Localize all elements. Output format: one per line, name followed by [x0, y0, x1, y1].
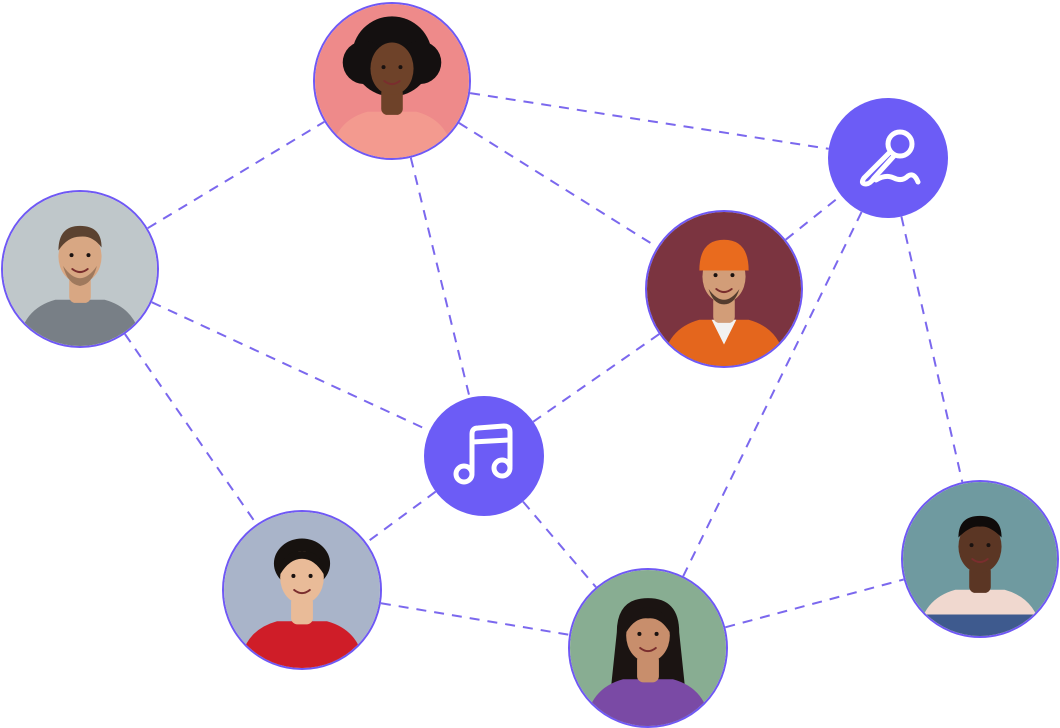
edge-man-beard-left-to-woman-red-sweater: [124, 333, 258, 525]
avatar-man-beard-left[interactable]: [1, 190, 159, 348]
edge-man-orange-beanie-to-microphone-hub: [785, 194, 842, 241]
edge-man-beard-left-to-woman-afro: [147, 120, 325, 230]
edge-music-hub-to-woman-purple-sweater: [522, 500, 597, 588]
music-hub[interactable]: [424, 396, 544, 516]
edge-woman-purple-sweater-to-man-striped-shirt: [725, 578, 904, 629]
edge-woman-afro-to-music-hub: [409, 157, 471, 398]
microphone-hub[interactable]: [828, 98, 948, 218]
avatar-man-orange-beanie[interactable]: [645, 210, 803, 368]
edge-woman-afro-to-man-orange-beanie: [458, 122, 658, 248]
avatar-man-striped-shirt[interactable]: [901, 480, 1059, 638]
edge-man-orange-beanie-to-music-hub: [532, 333, 660, 423]
edge-woman-red-sweater-to-woman-purple-sweater: [380, 602, 570, 636]
edge-music-hub-to-woman-red-sweater: [365, 490, 437, 544]
avatar-woman-purple-sweater[interactable]: [568, 568, 728, 728]
edge-microphone-hub-to-man-striped-shirt: [900, 216, 964, 483]
music-note-icon: [453, 423, 513, 485]
edge-microphone-hub-to-woman-purple-sweater: [682, 211, 863, 577]
avatar-woman-red-sweater[interactable]: [222, 510, 382, 670]
edge-man-beard-left-to-music-hub: [151, 301, 431, 432]
microphone-icon: [859, 129, 921, 187]
avatar-woman-afro[interactable]: [313, 2, 471, 160]
edge-woman-afro-to-microphone-hub: [469, 92, 829, 150]
